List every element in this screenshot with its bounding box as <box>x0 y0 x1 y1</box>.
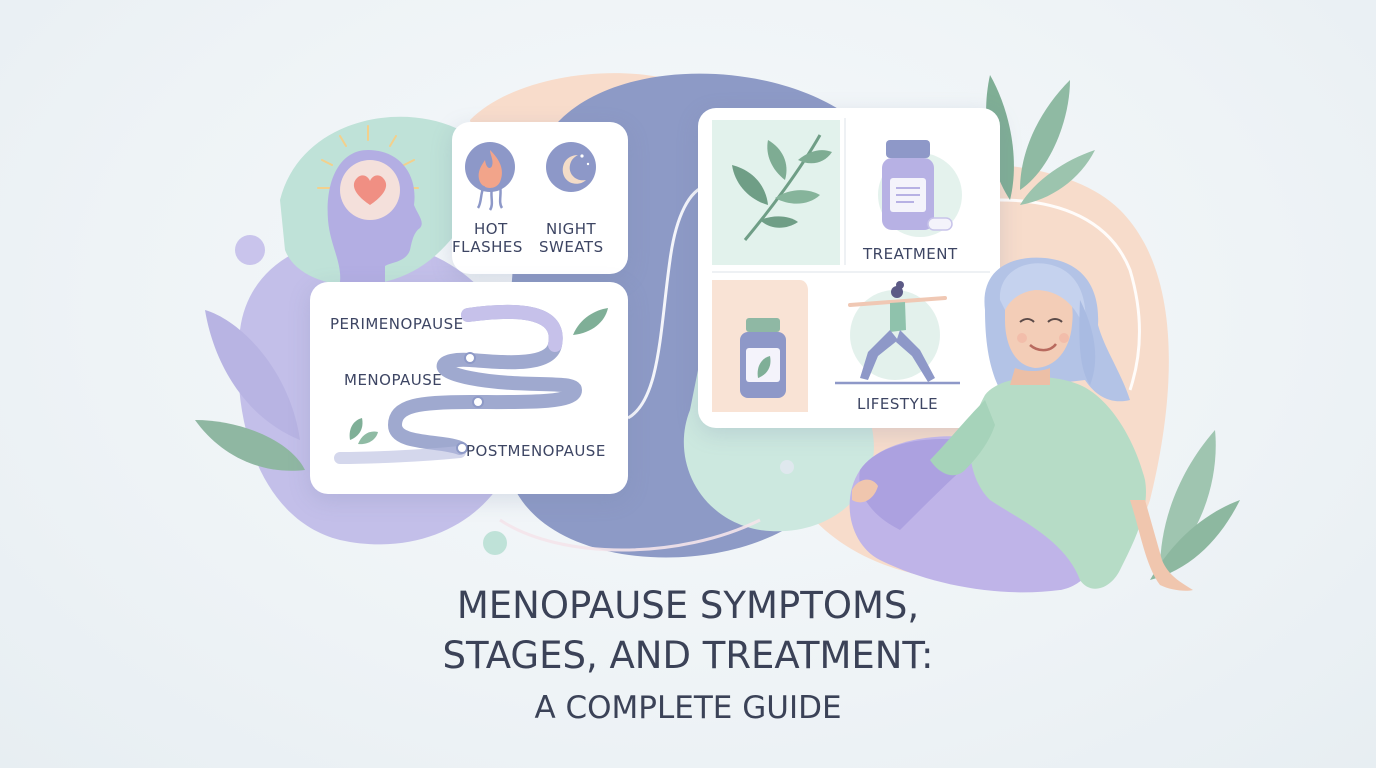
stage-menopause-label: MENOPAUSE <box>344 371 443 389</box>
page-title-line1: MENOPAUSE SYMPTOMS, <box>456 584 920 627</box>
stage-perimenopause-label: PERIMENOPAUSE <box>330 315 464 333</box>
stage-postmenopause-label: POSTMENOPAUSE <box>466 442 606 460</box>
lifestyle-label: LIFESTYLE <box>857 395 939 413</box>
page-subtitle: A COMPLETE GUIDE <box>534 690 842 726</box>
hot-flashes-label-line2: FLASHES <box>452 238 523 256</box>
page-title-line2: STAGES, AND TREATMENT: <box>442 634 934 677</box>
treatment-label: TREATMENT <box>863 245 958 263</box>
night-sweats-label-line1: NIGHT <box>546 220 597 238</box>
night-sweats-label-line2: SWEATS <box>539 238 604 256</box>
hot-flashes-label-line1: HOT <box>474 220 508 238</box>
